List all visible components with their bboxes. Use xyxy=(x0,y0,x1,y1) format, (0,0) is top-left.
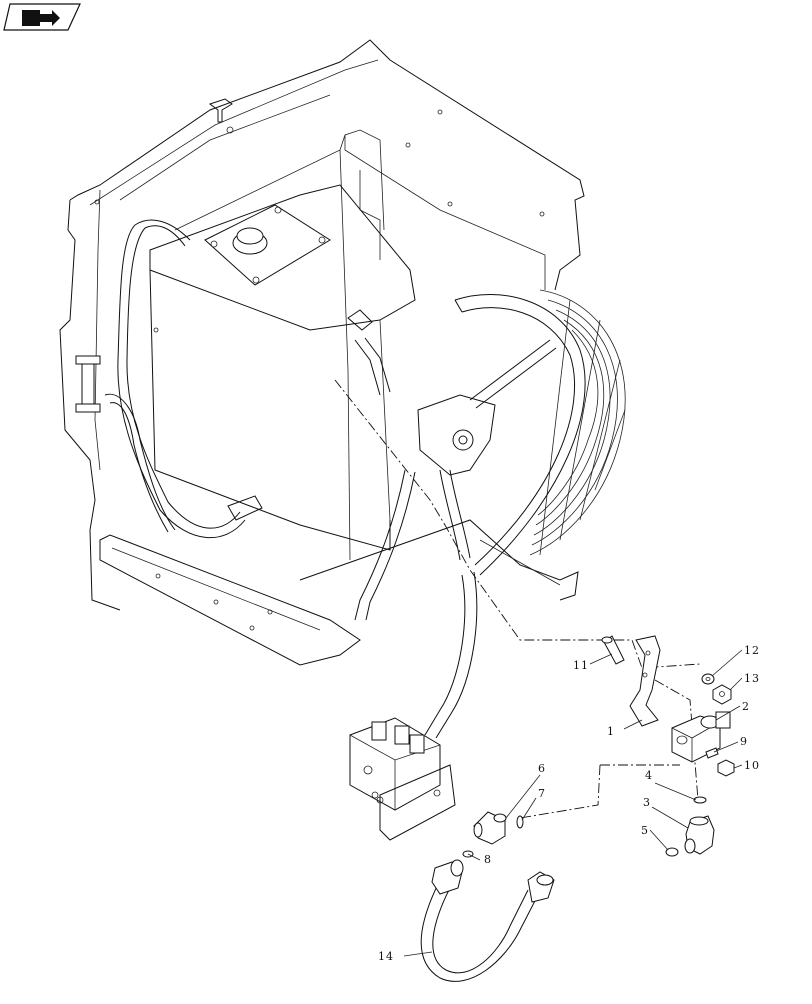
frame-assembly xyxy=(59,39,585,666)
callout-10: 10 xyxy=(744,759,760,772)
valve-block xyxy=(349,717,456,841)
part-1-bracket xyxy=(629,635,661,727)
callout-8: 8 xyxy=(484,853,492,866)
part-4-oring xyxy=(693,796,707,804)
callout-3: 3 xyxy=(643,796,651,809)
part-9-screw xyxy=(705,747,719,759)
assembly-centerlines xyxy=(334,379,701,819)
callout-11: 11 xyxy=(573,659,589,672)
frame-hoses xyxy=(75,219,263,539)
callout-6: 6 xyxy=(538,762,546,775)
part-3-elbow-fitting xyxy=(684,815,715,855)
callout-4: 4 xyxy=(645,769,653,782)
supply-hose xyxy=(424,571,478,739)
callout-leaders xyxy=(403,649,743,957)
callout-13: 13 xyxy=(744,672,760,685)
part-5-oring xyxy=(665,847,679,857)
part-10-nut xyxy=(717,759,735,777)
callout-9: 9 xyxy=(740,735,748,748)
callout-2: 2 xyxy=(742,700,750,713)
callout-14: 14 xyxy=(378,950,394,963)
part-7-oring xyxy=(516,815,524,829)
part-14-hose-assembly xyxy=(420,859,555,982)
part-6-elbow-fitting xyxy=(473,811,507,845)
part-11-bolt xyxy=(601,635,625,665)
part-12-washer xyxy=(701,673,715,685)
callout-1: 1 xyxy=(607,725,615,738)
part-2-solenoid-valve xyxy=(671,711,731,763)
callout-labels: 11 1 2 12 13 9 10 4 3 5 6 7 8 14 xyxy=(378,644,760,963)
callout-5: 5 xyxy=(641,824,649,837)
callout-12: 12 xyxy=(744,644,760,657)
part-13-nut xyxy=(712,684,732,705)
callout-7: 7 xyxy=(538,787,546,800)
hydraulic-tank xyxy=(149,184,416,551)
next-page-arrow-icon[interactable] xyxy=(3,3,81,31)
fan-shroud xyxy=(354,289,626,621)
